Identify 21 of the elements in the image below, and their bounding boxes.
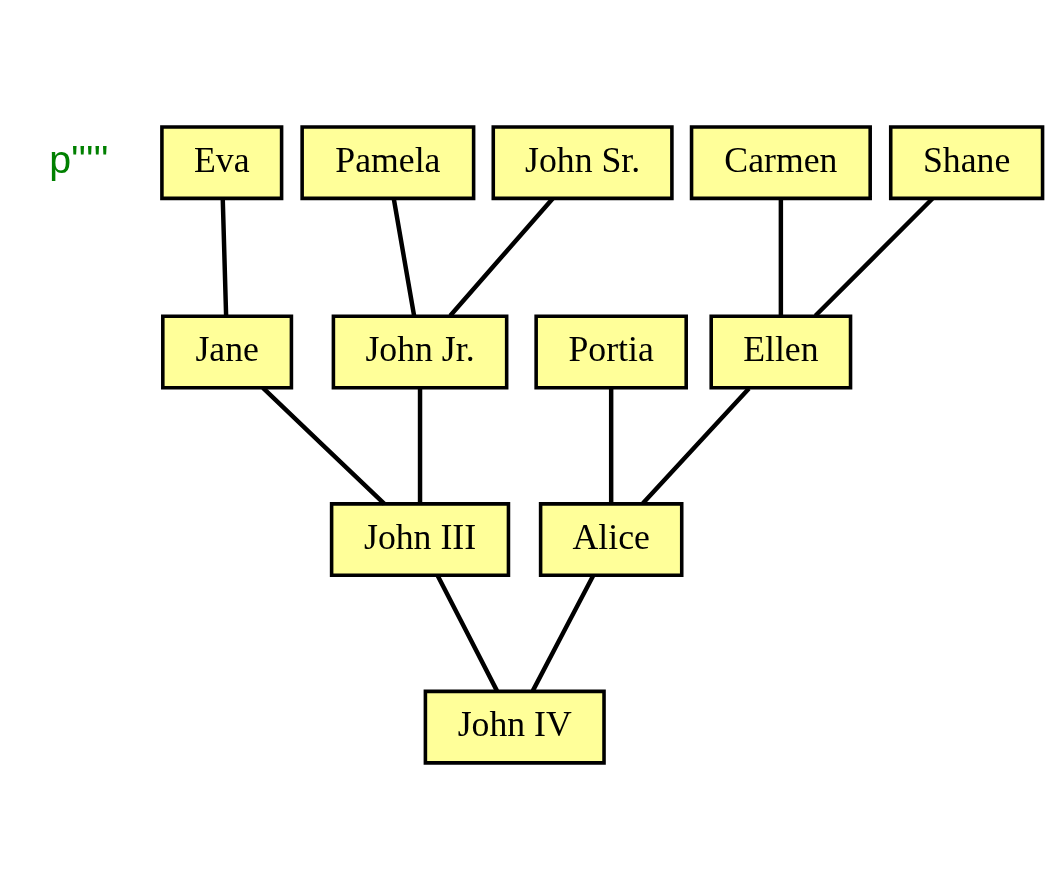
node-box: Carmen: [689, 124, 872, 200]
label: p''''': [49, 136, 109, 181]
connector: [608, 387, 614, 503]
node-box: Jane: [161, 314, 294, 389]
node-box: Shane: [888, 124, 1045, 200]
node-box: John III: [329, 501, 511, 577]
connector: [220, 197, 229, 316]
connector: [417, 387, 423, 503]
connector: [435, 574, 499, 692]
node-box: Portia: [534, 314, 688, 389]
node-box: Eva: [160, 124, 284, 200]
connector: [778, 198, 784, 316]
node-box: John Sr.: [491, 124, 674, 200]
node-box: Ellen: [709, 314, 853, 389]
connector: [530, 574, 595, 692]
connector: [391, 197, 417, 316]
node-box: Alice: [538, 501, 684, 577]
node-box: Pamela: [300, 124, 476, 200]
connector: [641, 386, 751, 505]
node-box: John Jr.: [331, 314, 509, 389]
node-box: John IV: [423, 689, 606, 765]
